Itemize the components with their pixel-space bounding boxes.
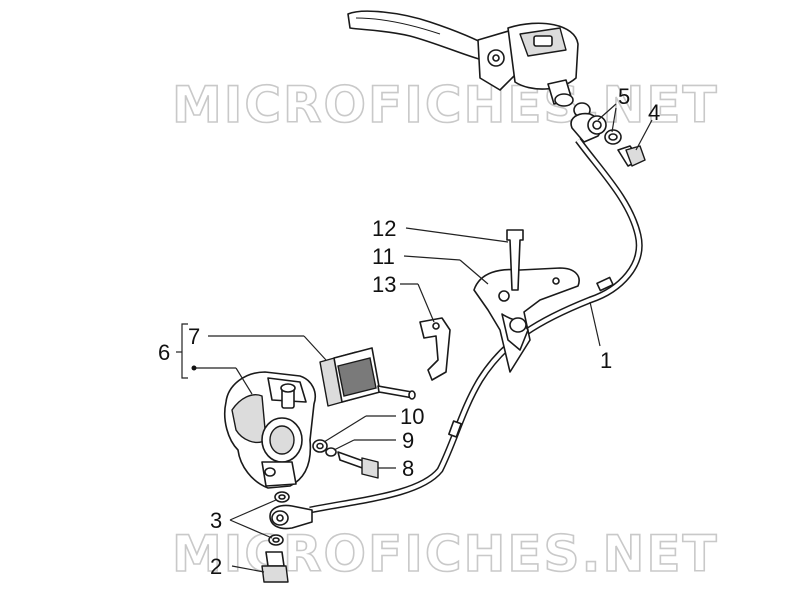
- top-banjo-fitting: [570, 102, 646, 167]
- callout-6: 6: [158, 340, 170, 365]
- callout-3: 3: [210, 508, 222, 533]
- callout-11: 11: [372, 244, 395, 269]
- callout-10: 10: [400, 404, 424, 429]
- callout-2: 2: [210, 554, 222, 579]
- callout-dot: [191, 365, 197, 371]
- callout-4: 4: [648, 100, 660, 125]
- brake-lever-assembly: [347, 10, 579, 107]
- callout-8: 8: [402, 456, 414, 481]
- callout-12: 12: [372, 216, 396, 241]
- callout-9: 9: [402, 428, 414, 453]
- caliper-fasteners: [312, 439, 379, 479]
- lower-banjo-fitting: [261, 491, 313, 583]
- leader-lines: [176, 103, 653, 573]
- callout-7: 7: [188, 324, 200, 349]
- watermark-bottom: MICROFICHES.NET: [172, 525, 719, 583]
- callout-13: 13: [372, 272, 396, 297]
- brake-hose: [309, 137, 643, 514]
- callout-1: 1: [600, 348, 612, 373]
- hose-bracket: [419, 229, 580, 381]
- brake-caliper: [223, 371, 316, 489]
- callout-5: 5: [618, 84, 630, 109]
- brake-pads: [319, 347, 416, 407]
- watermark-top: MICROFICHES.NET: [172, 76, 719, 134]
